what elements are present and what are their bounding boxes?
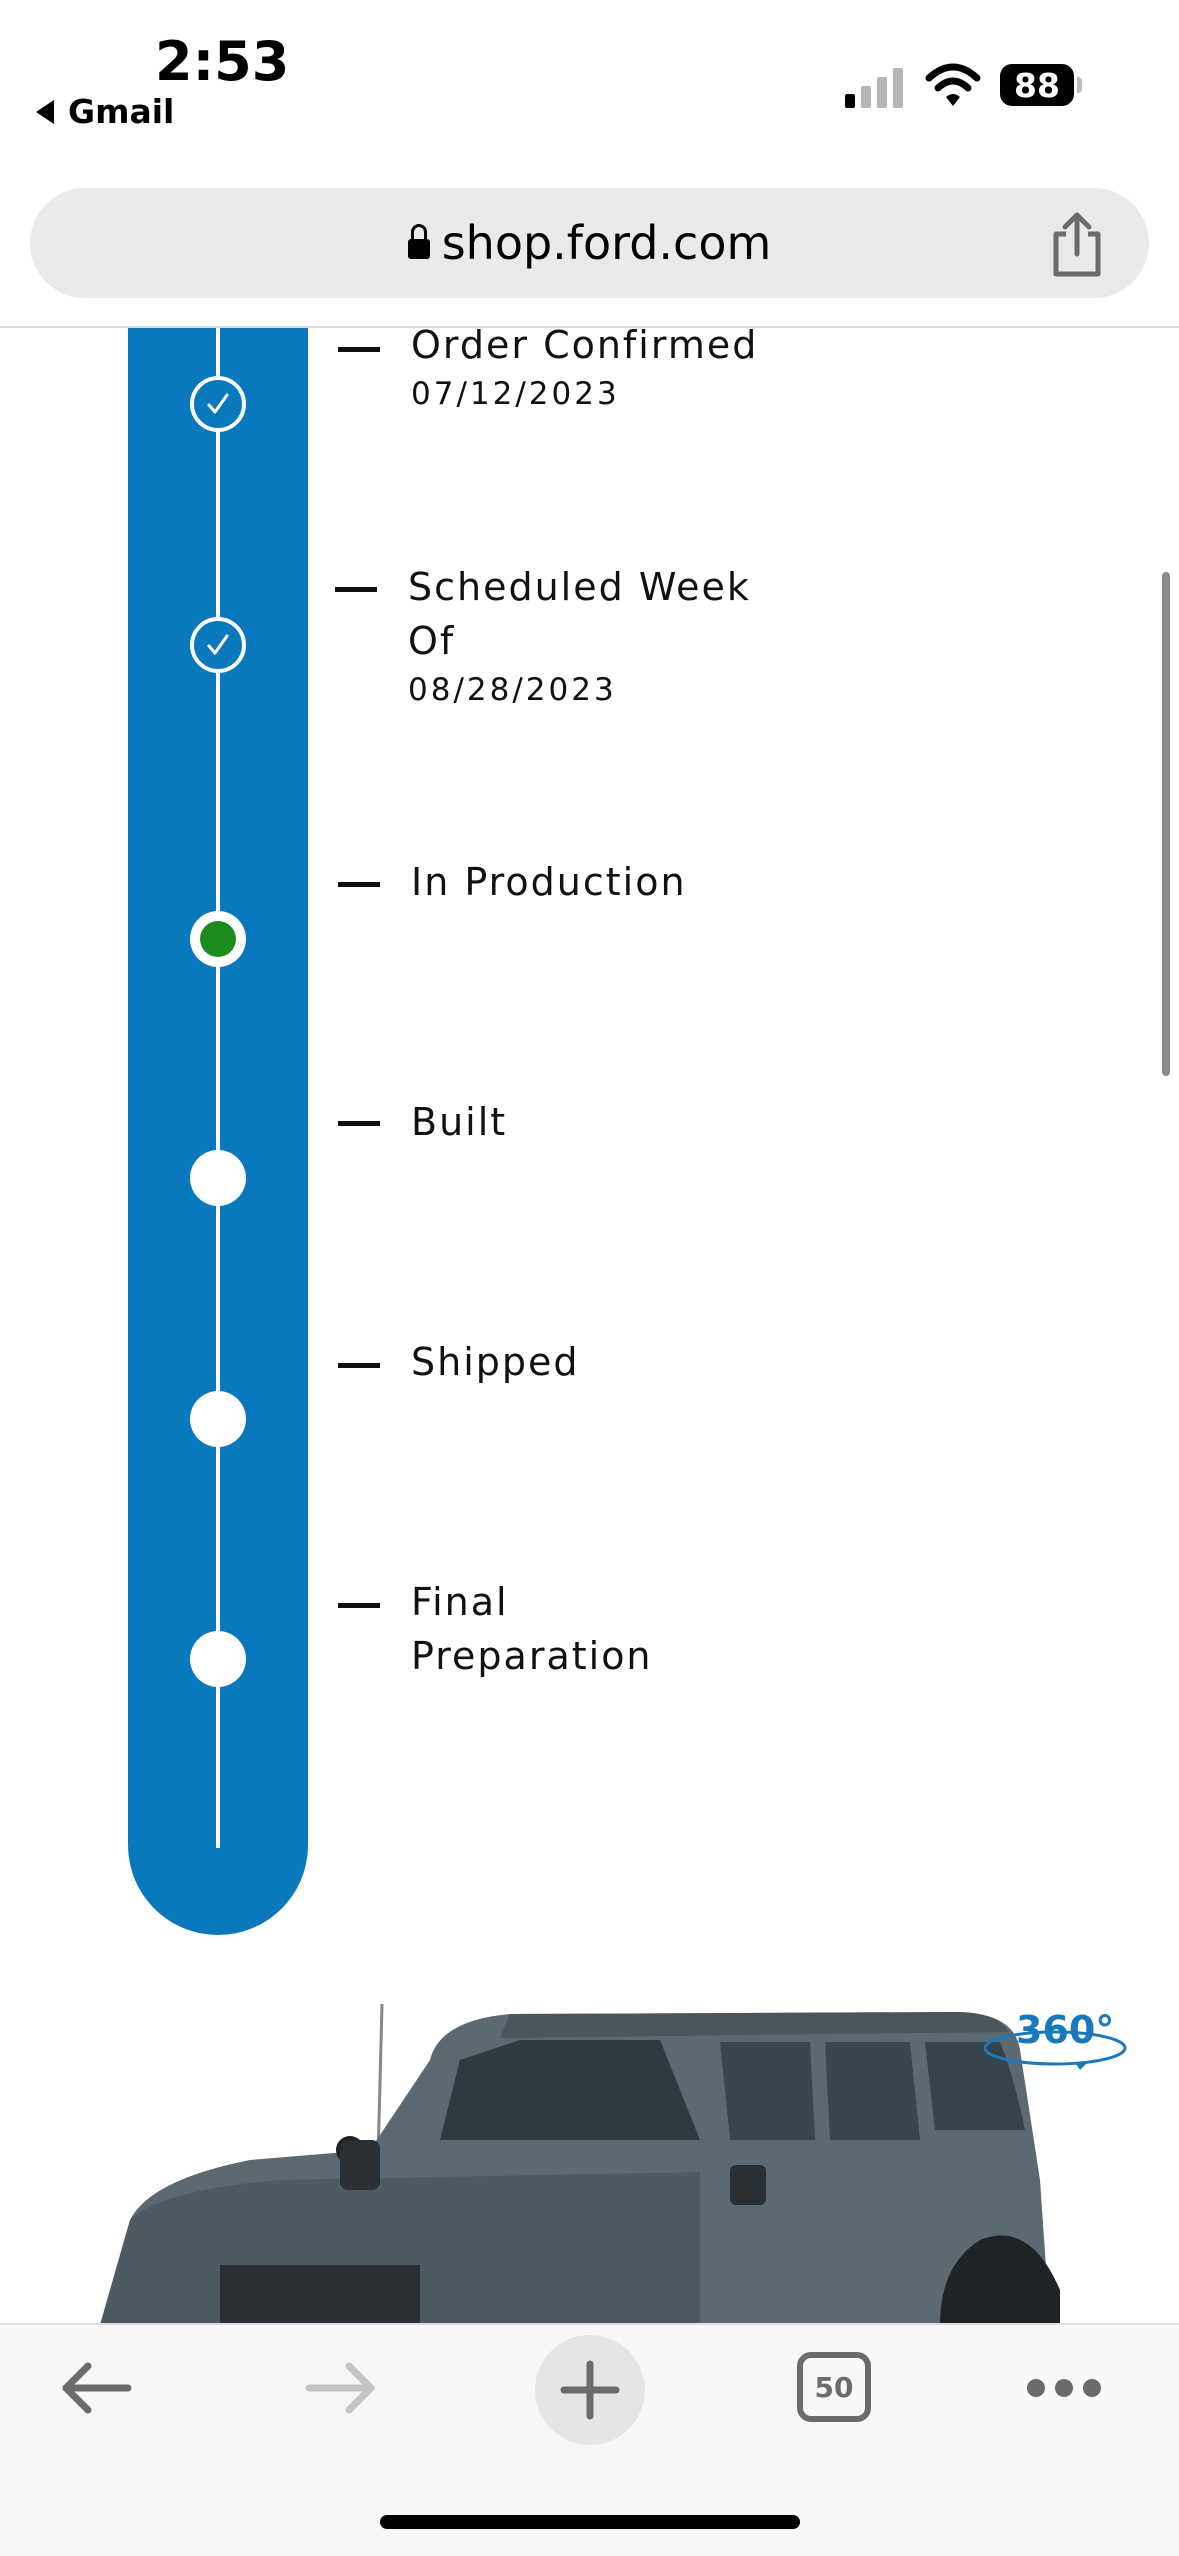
arrow-left-icon[interactable] xyxy=(58,2358,132,2418)
step-dash xyxy=(338,347,380,352)
tab-count: 50 xyxy=(814,2370,854,2404)
url-display: shop.ford.com xyxy=(30,188,1149,298)
step-dash xyxy=(338,882,380,887)
toolbar-divider xyxy=(0,326,1179,328)
vehicle-image xyxy=(100,2003,1060,2325)
tracker-node-current xyxy=(190,911,246,967)
battery-icon: 88 xyxy=(1000,64,1074,106)
step-label-line: Of xyxy=(408,619,456,663)
step-label: Order Confirmed xyxy=(411,318,831,372)
checkmark-icon xyxy=(207,634,229,655)
tracker-node-done xyxy=(190,376,246,432)
step-label-line: Final xyxy=(411,1580,509,1624)
order-tracker-line xyxy=(216,328,220,1848)
back-triangle-icon xyxy=(36,99,54,124)
step-label-line: Order Confirmed xyxy=(411,323,759,367)
step-label: Shipped xyxy=(411,1335,831,1389)
step-dash xyxy=(335,587,377,592)
tracker-node-done xyxy=(190,617,246,673)
plus-icon xyxy=(560,2360,620,2420)
step-label-line: Shipped xyxy=(411,1340,580,1384)
step-label-line: Scheduled Week xyxy=(408,565,751,609)
tracker-node-pending xyxy=(190,1150,246,1206)
current-step-dot xyxy=(200,921,236,957)
step-date: 08/28/2023 xyxy=(408,672,617,708)
scrollbar[interactable] xyxy=(1162,572,1170,1076)
step-date: 07/12/2023 xyxy=(411,376,620,412)
tab-switcher-button[interactable]: 50 xyxy=(797,2352,871,2422)
ellipsis-icon[interactable] xyxy=(1024,2373,1104,2403)
wifi-icon xyxy=(925,63,981,106)
home-indicator xyxy=(380,2515,800,2529)
step-dash xyxy=(338,1363,380,1368)
tracker-node-pending xyxy=(190,1391,246,1447)
step-label: In Production xyxy=(411,855,831,909)
step-label-line: Preparation xyxy=(411,1634,653,1678)
step-dash xyxy=(338,1603,380,1608)
checkmark-icon xyxy=(207,393,229,414)
step-label: Built xyxy=(411,1095,831,1149)
view-360-icon[interactable] xyxy=(980,2010,1130,2076)
battery-nub xyxy=(1077,77,1082,93)
tracker-node-pending xyxy=(190,1631,246,1687)
back-app-label: Gmail xyxy=(68,92,175,131)
step-label-line: In Production xyxy=(411,860,687,904)
battery-level: 88 xyxy=(1014,65,1060,105)
arrow-right-icon[interactable] xyxy=(305,2358,379,2418)
lock-icon xyxy=(407,224,430,259)
url-text: shop.ford.com xyxy=(441,216,772,270)
step-label-line: Built xyxy=(411,1100,508,1144)
status-time: 2:53 xyxy=(155,30,290,93)
cellular-signal-icon xyxy=(845,68,903,108)
view-360-label: 360° xyxy=(1016,2008,1115,2052)
share-icon[interactable] xyxy=(1048,212,1106,278)
address-bar[interactable]: shop.ford.com xyxy=(30,188,1149,298)
step-dash xyxy=(338,1121,380,1126)
new-tab-button[interactable] xyxy=(535,2335,645,2445)
back-to-app-link[interactable]: Gmail xyxy=(36,92,174,131)
